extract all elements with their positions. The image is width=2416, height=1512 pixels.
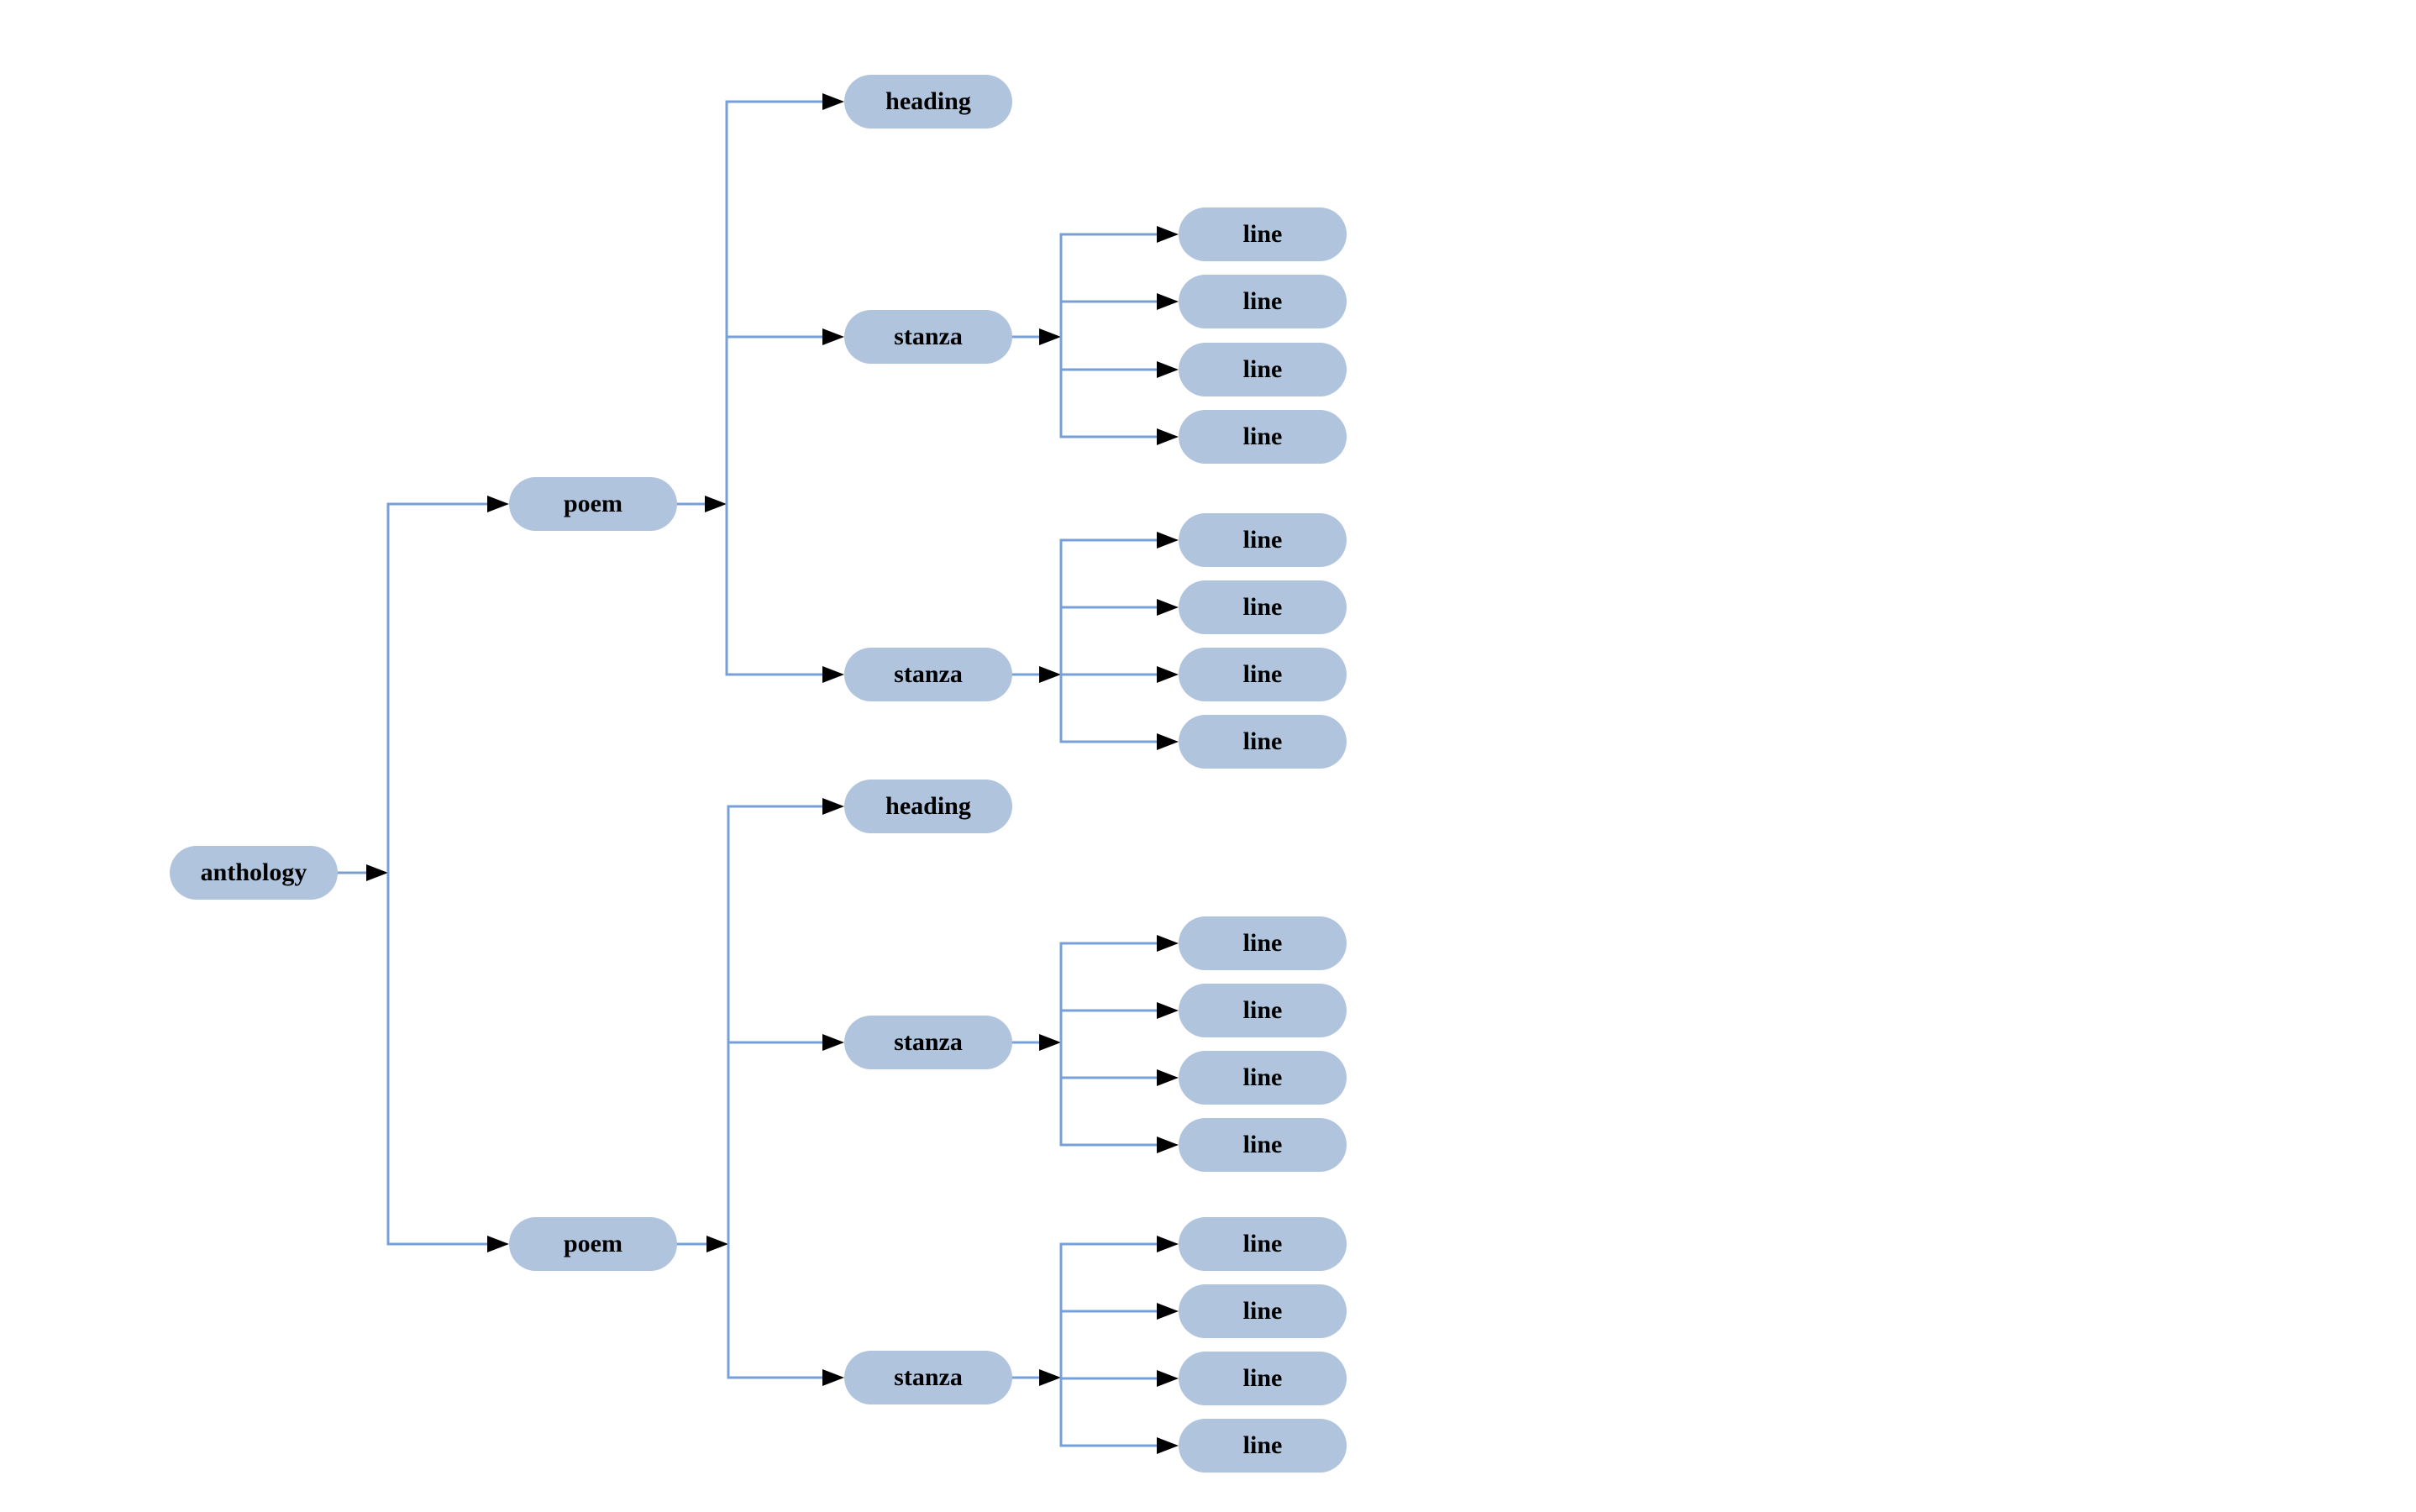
- arrowhead-icon: [1157, 599, 1179, 616]
- arrowhead-icon: [822, 93, 844, 110]
- tree-node-label: line: [1242, 996, 1283, 1024]
- tree-node-anthology: anthology: [170, 846, 338, 900]
- tree-node-label: line: [1242, 1131, 1283, 1158]
- tree-node-poem-1: poem: [509, 477, 677, 531]
- tree-node-label: line: [1242, 1431, 1283, 1459]
- tree-node-label: stanza: [894, 660, 963, 688]
- tree-node-line-3d: line: [1179, 1118, 1347, 1172]
- arrowhead-icon: [706, 1236, 728, 1252]
- tree-node-label: poem: [564, 490, 622, 517]
- tree-node-label: line: [1242, 220, 1283, 248]
- arrowhead-icon: [1157, 1303, 1179, 1320]
- arrowhead-icon: [822, 666, 844, 683]
- arrowhead-icon: [1157, 1370, 1179, 1387]
- arrowhead-icon: [822, 328, 844, 345]
- tree-node-line-1c: line: [1179, 343, 1347, 396]
- tree-node-label: poem: [564, 1230, 622, 1257]
- arrowhead-icon: [366, 864, 388, 881]
- tree-node-line-2d: line: [1179, 715, 1347, 769]
- arrowhead-icon: [487, 496, 509, 512]
- tree-node-stanza-1: stanza: [844, 310, 1012, 364]
- tree-node-line-2c: line: [1179, 648, 1347, 701]
- arrowhead-icon: [1039, 666, 1061, 683]
- arrowhead-icon: [487, 1236, 509, 1252]
- arrowhead-icon: [1157, 935, 1179, 952]
- tree-node-label: line: [1242, 1364, 1283, 1392]
- arrowhead-icon: [1157, 1002, 1179, 1019]
- tree-node-line-4d: line: [1179, 1419, 1347, 1473]
- tree-node-label: line: [1242, 1063, 1283, 1091]
- arrowhead-icon: [1157, 428, 1179, 445]
- tree-node-label: stanza: [894, 323, 963, 350]
- tree-node-stanza-2: stanza: [844, 648, 1012, 701]
- tree-node-poem-2: poem: [509, 1217, 677, 1271]
- tree-node-label: line: [1242, 727, 1283, 755]
- arrowhead-icon: [1157, 532, 1179, 549]
- tree-node-label: stanza: [894, 1028, 963, 1056]
- arrowhead-icon: [1157, 1236, 1179, 1252]
- tree-node-label: line: [1242, 593, 1283, 621]
- arrowhead-icon: [1157, 1437, 1179, 1454]
- arrowhead-icon: [1157, 293, 1179, 310]
- tree-node-label: line: [1242, 929, 1283, 957]
- tree-node-line-1a: line: [1179, 207, 1347, 261]
- tree-node-line-2b: line: [1179, 580, 1347, 634]
- tree-node-label: line: [1242, 526, 1283, 554]
- tree-node-line-4b: line: [1179, 1284, 1347, 1338]
- tree-node-line-2a: line: [1179, 513, 1347, 567]
- tree-node-label: line: [1242, 287, 1283, 315]
- tree-node-line-3a: line: [1179, 916, 1347, 970]
- arrowhead-icon: [1157, 226, 1179, 243]
- tree-node-label: line: [1242, 423, 1283, 450]
- arrowhead-icon: [1157, 1069, 1179, 1086]
- tree-node-label: line: [1242, 660, 1283, 688]
- tree-node-label: heading: [885, 792, 971, 820]
- arrowhead-icon: [705, 496, 727, 512]
- tree-node-label: line: [1242, 1230, 1283, 1257]
- arrowhead-icon: [1157, 361, 1179, 378]
- tree-node-heading-1: heading: [844, 75, 1012, 129]
- arrowhead-icon: [1157, 666, 1179, 683]
- tree-node-label: heading: [885, 87, 971, 115]
- tree-node-line-3b: line: [1179, 984, 1347, 1037]
- arrowhead-icon: [822, 798, 844, 815]
- arrowhead-icon: [1039, 328, 1061, 345]
- tree-node-label: line: [1242, 1297, 1283, 1325]
- tree-node-line-4c: line: [1179, 1352, 1347, 1405]
- tree-node-label: line: [1242, 355, 1283, 383]
- arrowhead-icon: [1039, 1369, 1061, 1386]
- arrowhead-icon: [1039, 1034, 1061, 1051]
- arrowhead-icon: [1157, 733, 1179, 750]
- tree-node-line-1d: line: [1179, 410, 1347, 464]
- tree-node-stanza-4: stanza: [844, 1351, 1012, 1404]
- tree-node-label: anthology: [200, 858, 307, 886]
- arrowhead-icon: [822, 1369, 844, 1386]
- tree-node-line-4a: line: [1179, 1217, 1347, 1271]
- tree-node-stanza-3: stanza: [844, 1016, 1012, 1069]
- tree-node-label: stanza: [894, 1363, 963, 1391]
- tree-node-line-1b: line: [1179, 275, 1347, 328]
- tree-node-line-3c: line: [1179, 1051, 1347, 1105]
- arrowhead-icon: [822, 1034, 844, 1051]
- arrowhead-icon: [1157, 1137, 1179, 1153]
- tree-node-heading-2: heading: [844, 780, 1012, 833]
